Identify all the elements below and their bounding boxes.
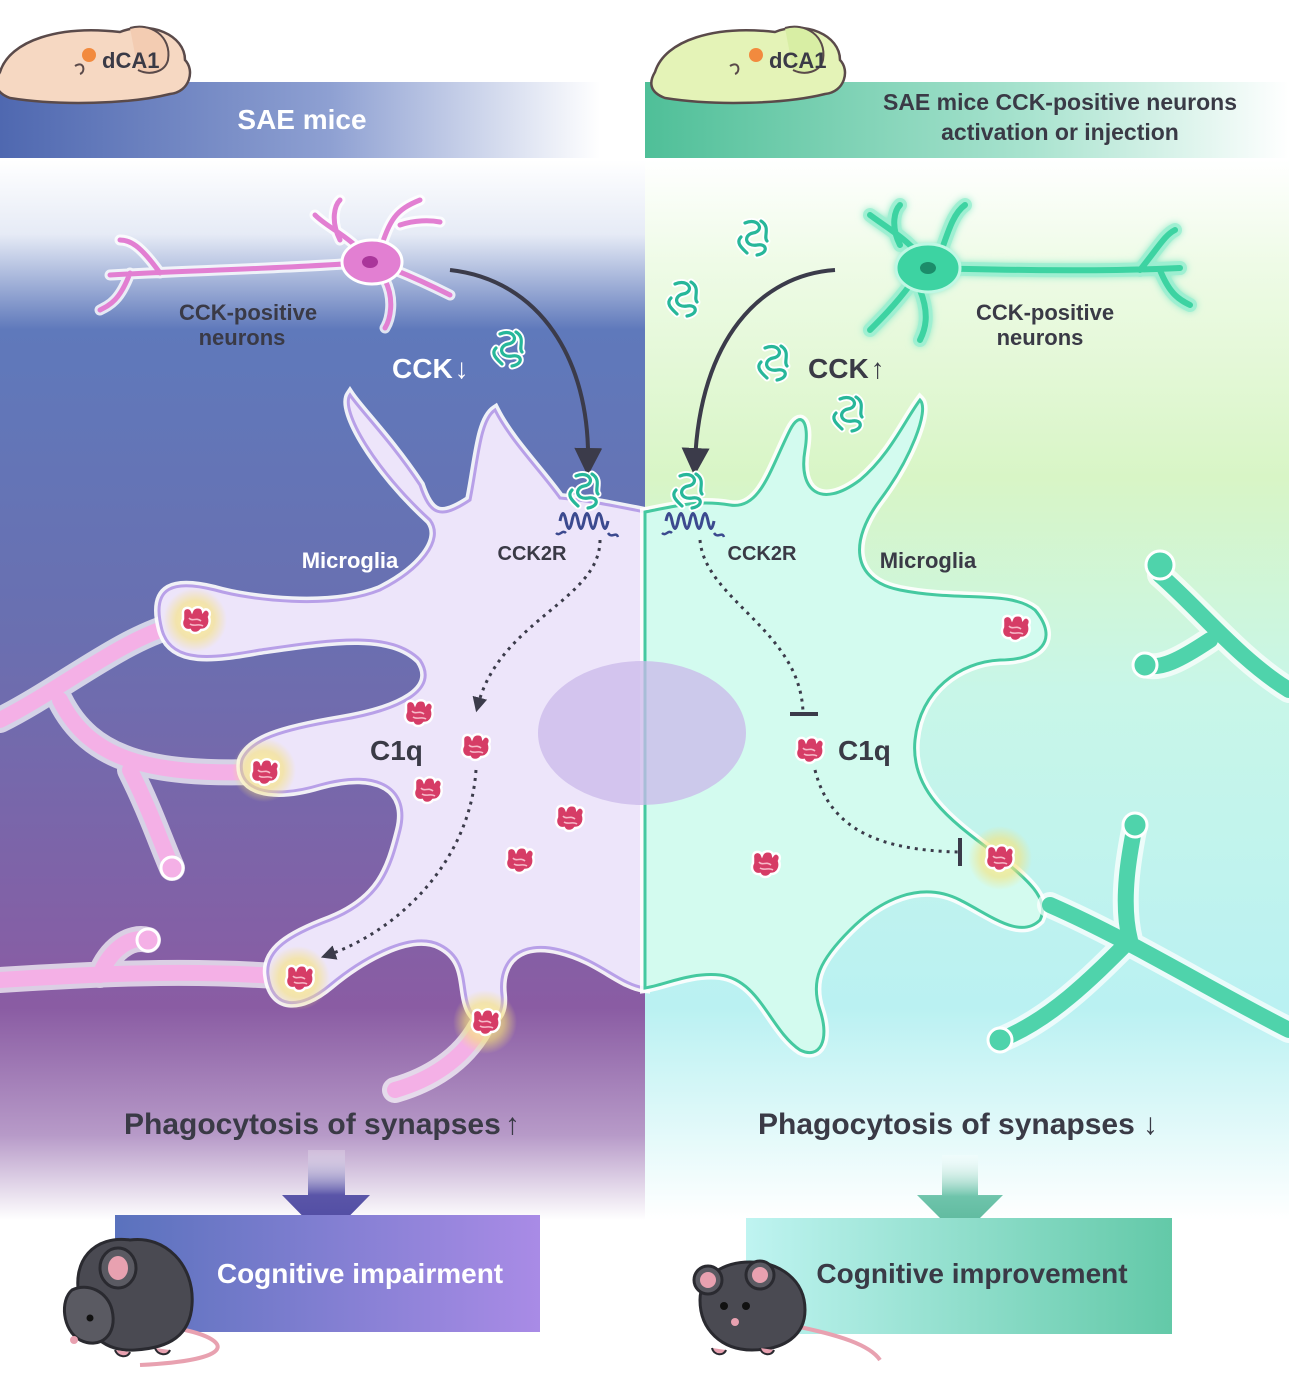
left-microglia-label: Microglia xyxy=(302,548,399,573)
microglia-nucleus xyxy=(538,661,746,805)
left-neuron-label-2: neurons xyxy=(199,325,286,350)
left-c1q-label: C1q xyxy=(370,735,423,766)
right-header-line2: activation or injection xyxy=(941,119,1179,145)
right-down-arrow xyxy=(917,1155,1003,1238)
c1q-protein-icon xyxy=(403,699,435,728)
right-release-arrow xyxy=(681,268,836,476)
right-region-label: dCA1 xyxy=(769,48,826,73)
right-microglia-label: Microglia xyxy=(880,548,977,573)
left-neuron-label-1: CCK-positive xyxy=(179,300,317,325)
left-receptor-label: CCK2R xyxy=(498,543,567,565)
right-neuron-label-2: neurons xyxy=(997,325,1084,350)
left-cck-text: CCK xyxy=(392,353,453,384)
c1q-protein-icon xyxy=(284,964,316,993)
microglia-cell xyxy=(154,385,1051,1058)
right-inhibit-path-2 xyxy=(813,769,959,854)
c1q-protein-icon xyxy=(1000,614,1032,643)
left-outcome-text: Cognitive impairment xyxy=(217,1258,503,1289)
left-synaptic-dendrites xyxy=(0,612,493,1103)
right-header-line1: SAE mice CCK-positive neurons xyxy=(883,89,1237,115)
left-region-label: dCA1 xyxy=(102,48,159,73)
right-outcome-box xyxy=(746,1218,1172,1334)
c1q-protein-icon xyxy=(984,844,1016,873)
mouse-icon xyxy=(692,1259,882,1362)
c1q-protein-icon xyxy=(180,606,212,635)
c1q-protein-icon xyxy=(794,736,826,765)
brain-icon xyxy=(0,25,192,105)
left-cck-label: CCK↓ xyxy=(392,353,469,384)
right-receptor-label: CCK2R xyxy=(728,543,797,565)
right-outcome-text: Cognitive improvement xyxy=(816,1258,1127,1289)
left-cck-neuron xyxy=(94,194,456,334)
right-inhibit-path-1 xyxy=(698,539,805,713)
left-header-title: SAE mice xyxy=(237,104,366,135)
c1q-protein-icon xyxy=(504,846,536,875)
right-neuron-label-1: CCK-positive xyxy=(976,300,1114,325)
left-signal-path-2 xyxy=(320,769,478,960)
left-cck-arrow: ↓ xyxy=(455,353,469,384)
c1q-protein-icon xyxy=(554,804,586,833)
right-c1q-label: C1q xyxy=(838,735,891,766)
c1q-protein-icon xyxy=(460,733,492,762)
right-cck-text: CCK xyxy=(808,353,869,384)
right-phago-label: Phagocytosis of synapses↓ xyxy=(758,1108,1158,1141)
right-cck-label: CCK↑ xyxy=(808,353,885,384)
right-phago-text: Phagocytosis of synapses xyxy=(758,1108,1135,1141)
c1q-protein-icon xyxy=(412,776,444,805)
left-phago-arrow: ↑ xyxy=(505,1108,520,1141)
right-phago-arrow: ↓ xyxy=(1143,1108,1158,1141)
c1q-protein-icon xyxy=(470,1008,502,1037)
c1q-protein-icon xyxy=(750,850,782,879)
mouse-icon xyxy=(62,1237,220,1367)
right-synaptic-dendrites xyxy=(986,549,1289,1054)
brain-icon xyxy=(650,25,847,105)
right-cck-neuron xyxy=(863,198,1197,347)
left-phago-label: Phagocytosis of synapses↑ xyxy=(124,1108,520,1141)
left-release-arrow xyxy=(449,268,603,476)
c1q-protein-icon xyxy=(249,758,281,787)
left-phago-text: Phagocytosis of synapses xyxy=(124,1108,501,1141)
right-cck-arrow: ↑ xyxy=(871,353,885,384)
